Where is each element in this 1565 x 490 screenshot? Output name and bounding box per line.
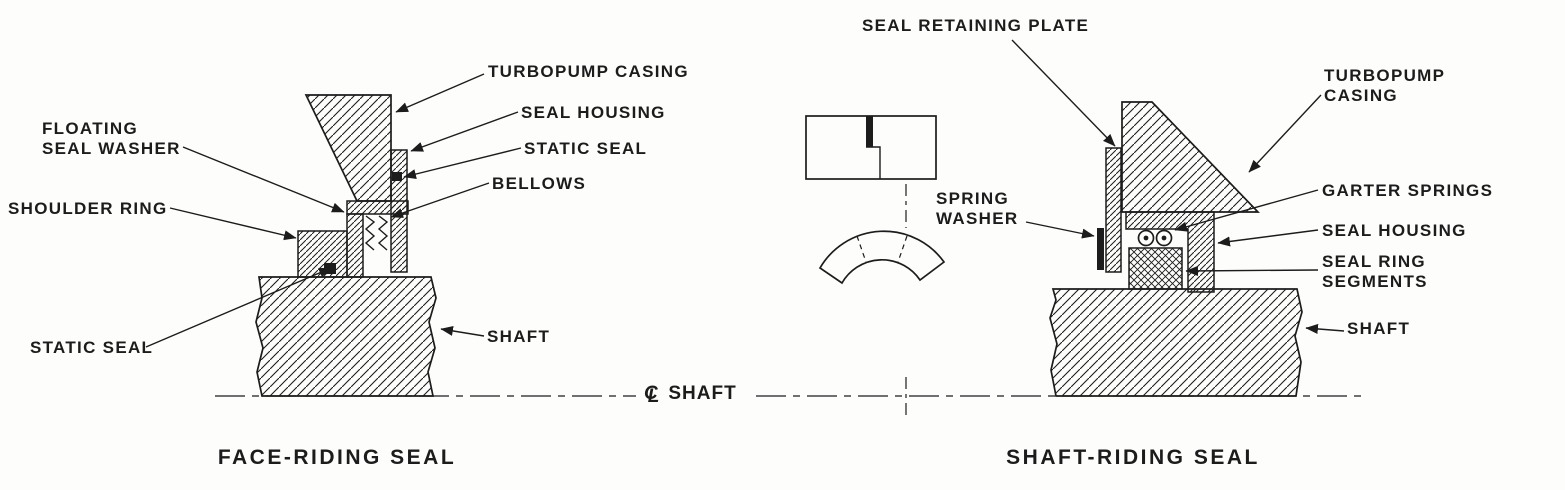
label-shoulder-ring: SHOULDER RING [8, 199, 168, 218]
label-seal-housing-right: SEAL HOUSING [1322, 221, 1467, 240]
shaft-section-left [255, 276, 437, 397]
garter-spring-left [1137, 229, 1155, 247]
leader-shoulder-ring [169, 207, 297, 241]
segment-arc-division-2 [897, 235, 908, 263]
leader-seal-housing-left [410, 111, 519, 152]
label-spring-washer: SPRING WASHER [936, 189, 1019, 229]
segment-arc-division-1 [856, 235, 867, 263]
floating-seal-washer-shape [346, 213, 364, 278]
label-seal-ring-segments: SEAL RING SEGMENTS [1322, 252, 1428, 292]
segment-joint-gap [866, 116, 873, 147]
segment-joint-detail [805, 115, 937, 180]
leader-seal-retaining-plate [1011, 39, 1116, 147]
turbopump-casing-section-left [304, 94, 392, 202]
label-floating-seal-washer: FLOATING SEAL WASHER [42, 119, 181, 159]
label-static-seal-bottom: STATIC SEAL [30, 338, 154, 357]
leader-garter-springs [1174, 189, 1319, 232]
face-riding-seal-drawing [145, 73, 522, 397]
caption-shaft-riding-seal: SHAFT-RIDING SEAL [1006, 446, 1260, 469]
garter-spring-left-core [1143, 235, 1149, 241]
label-shaft-right: SHAFT [1347, 319, 1411, 338]
leader-floating-seal-washer [182, 146, 345, 213]
leader-turbopump-casing-right [1248, 94, 1322, 173]
leader-static-seal-top [403, 147, 522, 180]
label-shaft-left: SHAFT [487, 327, 551, 346]
centerline-shaft-label: CL SHAFT [644, 383, 737, 407]
label-seal-retaining-plate: SEAL RETAINING PLATE [862, 16, 1090, 35]
label-seal-housing-left: SEAL HOUSING [521, 103, 666, 122]
bellows-convolutions-1 [364, 215, 376, 251]
centerline-shaft-text: SHAFT [668, 383, 737, 404]
shoulder-ring-shape [297, 230, 348, 278]
leader-spring-washer [1025, 221, 1095, 239]
label-garter-springs: GARTER SPRINGS [1322, 181, 1494, 200]
centerline-symbol-c: C [644, 383, 659, 404]
caption-face-riding-seal: FACE-RIDING SEAL [217, 446, 457, 469]
garter-spring-right-core [1161, 235, 1167, 241]
leader-shaft-right [1305, 323, 1345, 334]
seal-ring-segments-shape [1128, 247, 1183, 290]
seal-retaining-plate-shape [1105, 147, 1122, 273]
seal-housing-wall [390, 149, 408, 273]
bellows-convolutions-2 [377, 215, 389, 251]
garter-spring-right [1155, 229, 1173, 247]
leader-static-seal-bottom [145, 267, 332, 348]
leader-seal-ring-segments [1185, 265, 1319, 276]
label-turbopump-casing-right: TURBOPUMP CASING [1324, 66, 1446, 106]
static-seal-top-shape [392, 172, 402, 181]
leader-bellows [390, 182, 490, 218]
shaft-riding-seal-drawing [805, 39, 1345, 397]
spring-washer-shape [1097, 228, 1104, 270]
leader-turbopump-casing-left [395, 73, 485, 113]
leader-seal-housing-right [1217, 229, 1319, 247]
segment-arc-detail [818, 230, 946, 285]
turbopump-casing-section-right [1121, 101, 1260, 213]
segment-arc-outline [818, 230, 946, 285]
centerline-symbol-l: L [647, 386, 661, 407]
label-bellows: BELLOWS [492, 174, 587, 193]
segment-joint-step [866, 146, 881, 179]
label-static-seal-top: STATIC SEAL [524, 139, 648, 158]
shaft-section-right [1049, 288, 1303, 397]
leader-shaft-left [440, 325, 485, 337]
label-turbopump-casing-left: TURBOPUMP CASING [488, 62, 689, 81]
